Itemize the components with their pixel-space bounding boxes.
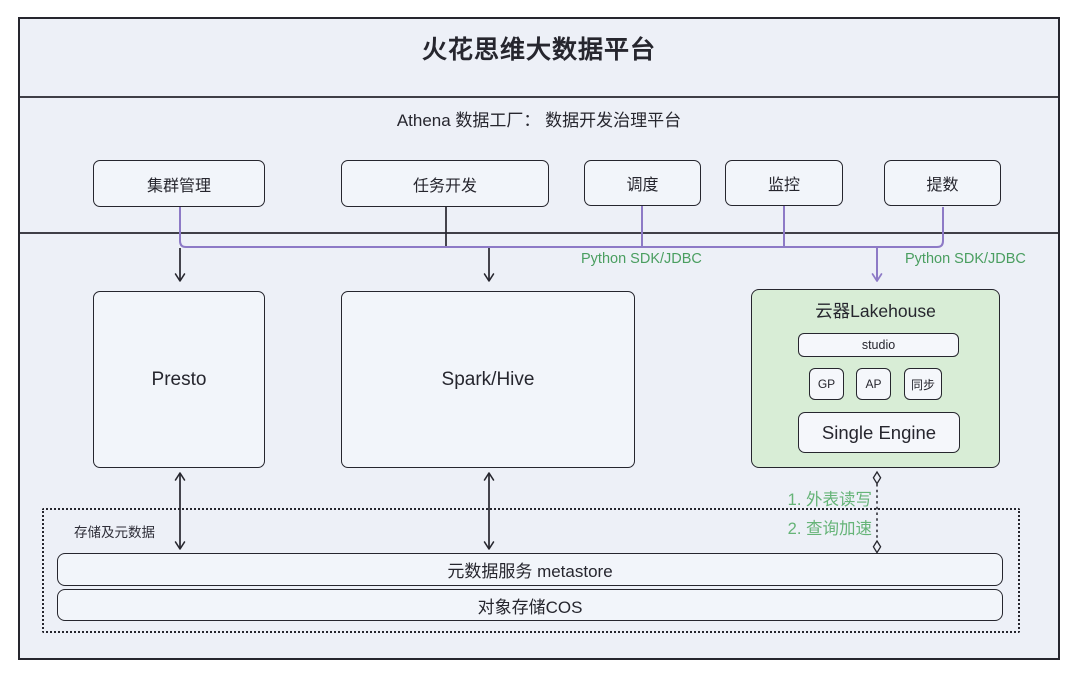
engine-label: Spark/Hive: [441, 368, 535, 390]
module-label: 调度: [626, 177, 659, 194]
object-storage-cos-bar: 对象存储COS: [57, 589, 1003, 621]
cos-label: 对象存储COS: [477, 597, 583, 617]
lakehouse-ap: AP: [856, 368, 891, 400]
module-label: 监控: [767, 177, 800, 194]
page-title: 火花思维大数据平台: [421, 36, 656, 64]
module-label: 集群管理: [146, 177, 211, 195]
lakehouse-link-external-table: 1. 外表读写: [787, 491, 872, 509]
metastore-service-bar: 元数据服务 metastore: [57, 553, 1003, 586]
lakehouse-sync: 同步: [904, 368, 942, 400]
studio-label: studio: [861, 338, 896, 352]
lakehouse-studio: studio: [798, 333, 959, 357]
python-sdk-jdbc-label-left: Python SDK/JDBC: [581, 251, 702, 267]
module-label: 提数: [926, 177, 959, 194]
engine-label: Presto: [151, 368, 207, 390]
athena-section-title: Athena 数据工厂： 数据开发治理平台: [396, 111, 682, 130]
engine-spark-hive: Spark/Hive: [341, 291, 635, 468]
module-task-development: 任务开发: [341, 160, 549, 207]
lakehouse-group: 云器Lakehouse studio GP AP 同步 Single Engin…: [751, 289, 1000, 468]
lakehouse-single-engine: Single Engine: [798, 412, 960, 453]
lakehouse-gp: GP: [809, 368, 844, 400]
module-monitoring: 监控: [725, 160, 843, 206]
module-data-extraction: 提数: [884, 160, 1001, 206]
engine-presto: Presto: [93, 291, 265, 468]
storage-metadata-group: [42, 508, 1020, 633]
module-scheduling: 调度: [584, 160, 701, 206]
gp-label: GP: [817, 377, 836, 391]
storage-group-label: 存储及元数据: [74, 525, 155, 540]
ap-label: AP: [865, 377, 882, 391]
sync-label: 同步: [910, 377, 935, 392]
lakehouse-link-query-acceleration: 2. 查询加速: [787, 520, 872, 538]
python-sdk-jdbc-label-right: Python SDK/JDBC: [905, 251, 1026, 267]
lakehouse-title: 云器Lakehouse: [815, 301, 936, 321]
module-cluster-management: 集群管理: [93, 160, 265, 207]
metastore-label: 元数据服务 metastore: [447, 562, 613, 581]
single-engine-label: Single Engine: [821, 421, 937, 443]
module-label: 任务开发: [412, 177, 477, 195]
